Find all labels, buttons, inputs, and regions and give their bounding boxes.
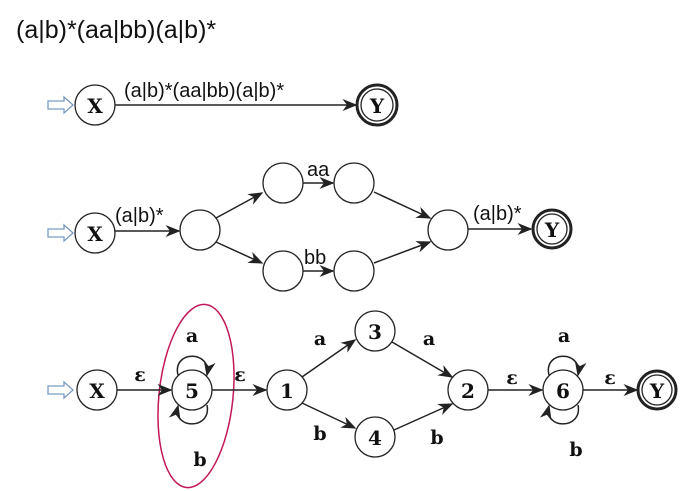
state-x-label: X [87, 94, 103, 118]
loop-5-b-label: b [193, 449, 206, 471]
state-y-inner [536, 213, 568, 245]
state [333, 162, 375, 204]
state [262, 250, 304, 292]
edge-2-6-label: ε [506, 367, 518, 389]
state-x [74, 212, 116, 254]
edge-bb-label: bb [304, 247, 326, 269]
state-2-label: 2 [461, 379, 475, 403]
state [427, 209, 469, 251]
state-5-label: 5 [185, 379, 199, 403]
loop-6-b [539, 404, 579, 425]
edge [215, 192, 264, 219]
state-6-label: 6 [556, 379, 570, 403]
state-y-label: Y [544, 218, 560, 242]
loop-6-a-label: a [558, 325, 570, 347]
state-1 [266, 369, 308, 411]
edge-3-2 [391, 341, 454, 378]
state-x-label: X [87, 222, 103, 246]
edge-1-3 [301, 339, 357, 378]
loop-5-a-label: a [186, 325, 198, 347]
loop-6-a [547, 355, 587, 377]
loop-5-b [168, 404, 208, 425]
start-arrow-icon [47, 223, 74, 243]
state-4 [354, 416, 396, 458]
state-4-label: 4 [368, 426, 382, 450]
edge [215, 241, 264, 264]
state-y [636, 369, 678, 411]
edge-1-4-label: b [313, 423, 326, 445]
edge-in-label: (a|b)* [115, 205, 164, 227]
edge-1-4 [301, 402, 357, 429]
edge-1-3-label: a [314, 328, 326, 350]
state [262, 162, 304, 204]
start-arrow-icon [47, 95, 74, 115]
state-y-inner [360, 88, 394, 122]
start-arrow-icon [47, 380, 74, 400]
diagram-2: X (a|b)* aa bb (a|b)* Y [47, 159, 573, 292]
edge-aa-label: aa [307, 159, 330, 181]
edge-label: (a|b)*(aa|bb)(a|b)* [124, 80, 284, 102]
edge [373, 191, 432, 219]
edge [373, 241, 432, 264]
edge-4-2-label: b [430, 427, 443, 449]
edge-3-2-label: a [423, 328, 435, 350]
state-y-inner [641, 374, 673, 406]
edge-x-5-label: ε [134, 364, 146, 386]
edge-6-y-label: ε [604, 367, 616, 389]
state-y-label: Y [649, 379, 665, 403]
regex-title: (a|b)*(aa|bb)(a|b)* [16, 16, 217, 44]
state [333, 250, 375, 292]
state-y [531, 208, 573, 250]
loop-5-a [176, 355, 216, 377]
diagram-3: X ε 5 a b ε 1 a b 3 4 a b 2 ε 6 a b ε Y [47, 303, 678, 489]
state-1-label: 1 [280, 379, 294, 403]
state-3 [354, 310, 396, 352]
state-3-label: 3 [368, 320, 382, 344]
diagram-1: X (a|b)*(aa|bb)(a|b)* Y [47, 80, 399, 127]
state-x-label: X [89, 379, 105, 403]
edge-out-label: (a|b)* [473, 203, 522, 225]
edge-4-2 [393, 403, 454, 431]
state [179, 209, 221, 251]
edge-5-1-label: ε [234, 364, 246, 386]
loop-6-b-label: b [569, 439, 582, 461]
state-y-label: Y [369, 94, 385, 118]
state-y [355, 83, 399, 127]
